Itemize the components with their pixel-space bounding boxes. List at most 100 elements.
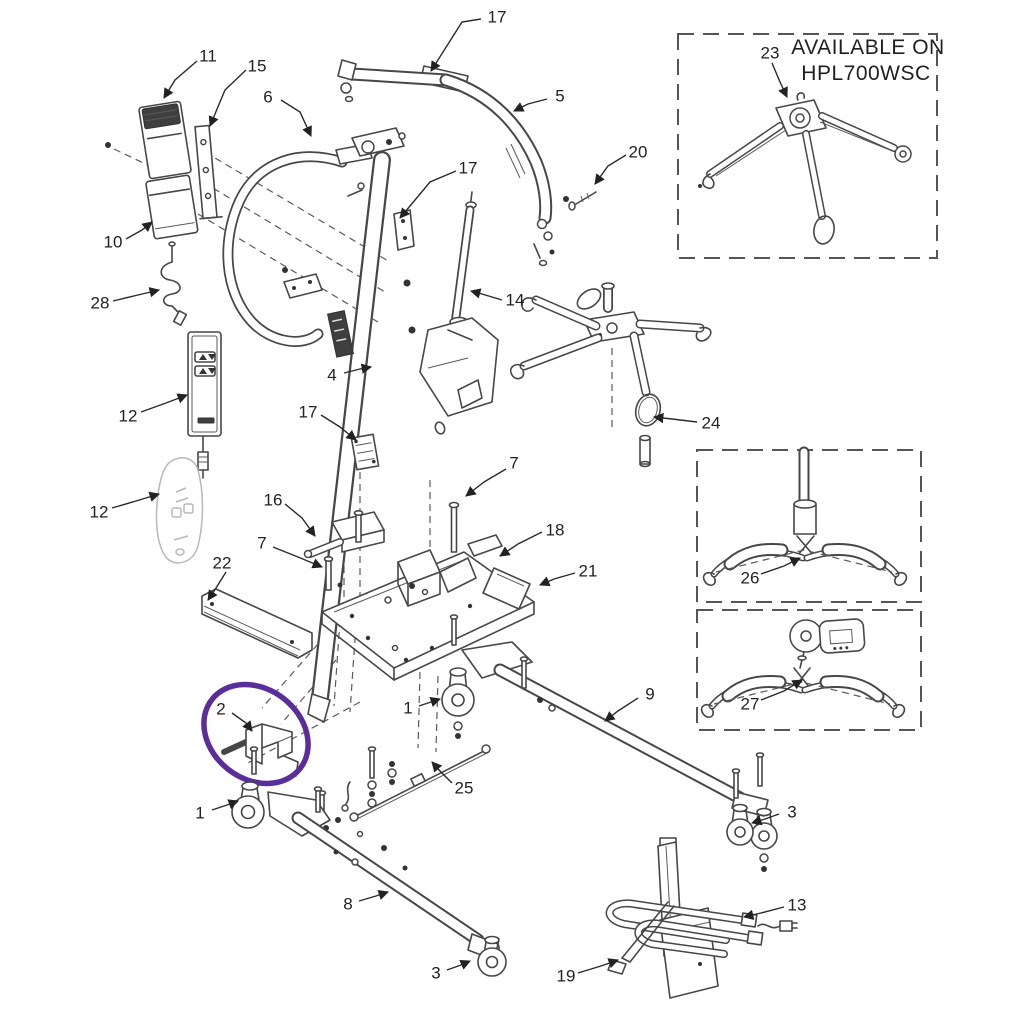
inset-caption-line2: HPL700WSC [801, 62, 930, 85]
part-label-4: 4 [327, 366, 336, 385]
leader-line-part-5 [513, 98, 548, 112]
leader-line-part-17 [430, 18, 482, 72]
part-label-19: 19 [557, 967, 576, 986]
caster-1-left [231, 746, 265, 829]
actuator-14 [419, 191, 499, 435]
boom-assembly-5 [337, 59, 555, 267]
leader-line-part-1 [418, 697, 441, 707]
inset-caption-line1: AVAILABLE ON [791, 36, 944, 59]
leader-line-part-10 [125, 221, 153, 240]
part-label-13: 13 [788, 896, 807, 915]
part-label-25: 25 [455, 779, 474, 798]
leader-line-part-15 [208, 69, 247, 127]
leader-line-part-26 [760, 557, 801, 575]
leader-line-part-22 [207, 571, 227, 601]
part-label-17: 17 [299, 403, 318, 422]
leader-line-part-24 [652, 412, 698, 424]
part-label-1: 1 [195, 804, 204, 823]
part-label-21: 21 [579, 562, 598, 581]
part-label-2: 2 [216, 700, 225, 719]
leader-line-part-13 [742, 906, 785, 920]
leg-right-9 [441, 614, 778, 872]
part-label-12: 12 [90, 503, 109, 522]
part-label-27: 27 [741, 695, 760, 714]
battery-assembly [105, 100, 199, 240]
leader-line-part-11 [163, 60, 198, 99]
caster-3-exploded [726, 768, 754, 846]
spreader-bar-with-scale-27 [700, 618, 906, 718]
part-label-7: 7 [257, 534, 266, 553]
part-label-16: 16 [264, 491, 283, 510]
leader-line-part-17 [399, 170, 457, 219]
caster-3-leg8 [477, 935, 507, 977]
inset-box-27 [696, 609, 922, 731]
part-label-8: 8 [343, 895, 352, 914]
part-label-5: 5 [555, 87, 564, 106]
push-handle-6 [222, 143, 373, 347]
inset-box-hpl700wsc: AVAILABLE ON HPL700WSC [677, 33, 944, 259]
leader-line-part-6 [280, 99, 312, 137]
part-label-3: 3 [787, 803, 796, 822]
leader-line-part-19 [577, 958, 619, 974]
part-label-14: 14 [506, 291, 525, 310]
leader-line-part-7 [465, 468, 507, 497]
bolt-7-right [448, 501, 460, 553]
part-label-17: 17 [488, 8, 507, 27]
leader-line-part-9 [604, 697, 639, 722]
bracket-16 [303, 511, 385, 559]
charging-tube-13 [605, 899, 798, 958]
mounting-bracket-15 [194, 124, 223, 220]
hand-control-12 [187, 331, 222, 479]
charger-stand [605, 837, 798, 999]
leader-line-part-14 [469, 288, 503, 301]
part-label-3: 3 [431, 964, 440, 983]
part-label-7: 7 [509, 454, 518, 473]
part-label-24: 24 [702, 414, 721, 433]
leader-line-part-16 [284, 503, 316, 537]
part-2-clamp [221, 723, 299, 777]
part-label-28: 28 [91, 294, 110, 313]
leader-line-part-1 [211, 799, 239, 811]
part-label-20: 20 [629, 143, 648, 162]
bolt-20 [563, 191, 597, 211]
part-label-23: 23 [761, 44, 780, 63]
bracket-18 [467, 534, 503, 557]
leader-line-part-3 [446, 960, 471, 971]
hand-control-12-alternate [155, 457, 204, 564]
highlight-ellipse [201, 681, 311, 787]
leg-left-8 [231, 746, 507, 977]
caster-1-right [441, 667, 475, 739]
leader-line-part-28 [112, 287, 161, 302]
leader-line-part-12 [111, 491, 161, 509]
pin-7-left [323, 555, 334, 591]
leader-line-part-3 [750, 813, 780, 826]
leader-line-part-8 [358, 890, 389, 902]
leader-line-part-4 [343, 363, 373, 374]
part-label-18: 18 [546, 521, 565, 540]
part-label-22: 22 [213, 554, 232, 573]
part-label-15: 15 [248, 57, 267, 76]
channel-22 [201, 588, 313, 659]
leader-line-part-12 [140, 393, 188, 413]
part-label-12: 12 [119, 407, 138, 426]
leader-line-part-7 [272, 546, 323, 569]
base-assembly [201, 501, 535, 681]
caster-3-leg9 [750, 752, 778, 872]
part-label-1: 1 [403, 699, 412, 718]
part-label-26: 26 [741, 569, 760, 588]
part-label-17: 17 [459, 159, 478, 178]
part-label-6: 6 [263, 88, 272, 107]
part-label-10: 10 [104, 233, 123, 252]
leader-line-part-2 [231, 712, 253, 732]
leader-line-part-23 [771, 62, 788, 98]
coiled-cable-28 [160, 241, 188, 326]
inset-box-26 [696, 446, 922, 603]
leader-line-part-27 [760, 679, 803, 701]
leader-line-part-21 [539, 572, 576, 587]
padded-spreader-bar-26 [702, 446, 908, 586]
powered-spreader-bar-23 [698, 92, 912, 245]
serial-label-17 [350, 433, 380, 471]
